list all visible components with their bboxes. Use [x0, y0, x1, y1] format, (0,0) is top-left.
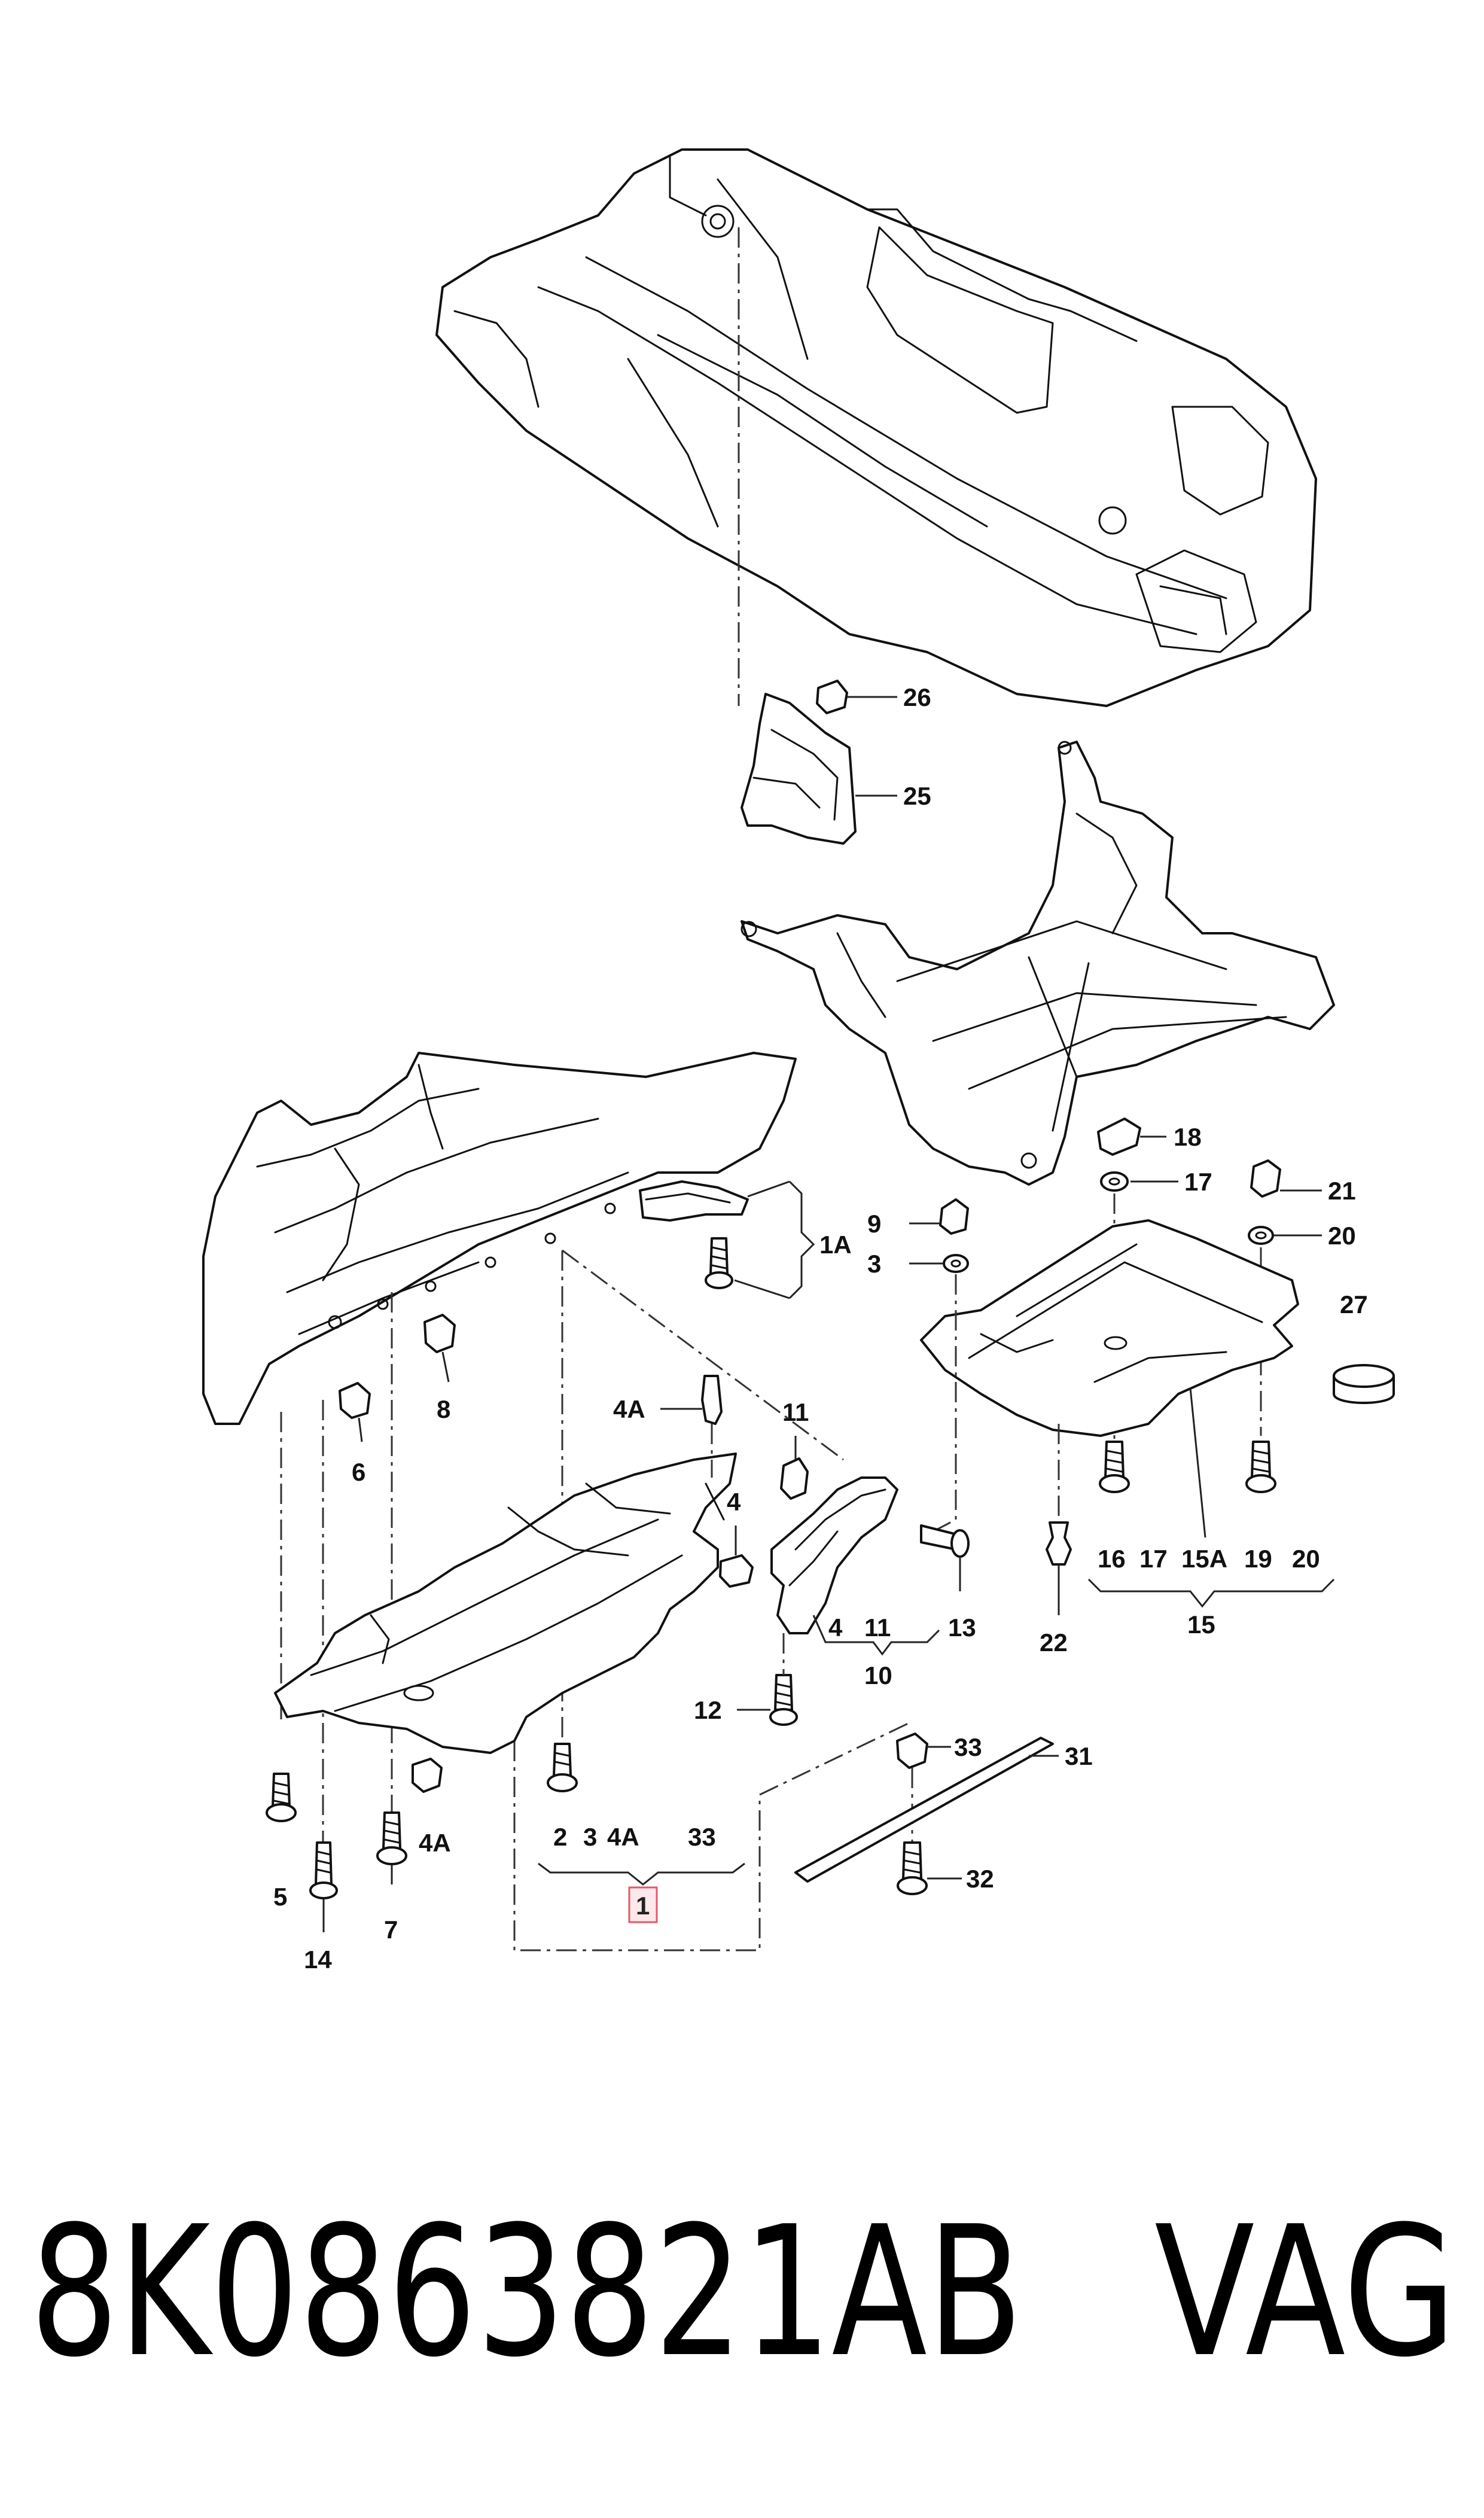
- bolt-32: 32: [897, 1841, 994, 1895]
- grommet-27: 27: [1333, 1290, 1395, 1404]
- callout-15: 15: [1187, 1610, 1215, 1639]
- callout-12: 12: [694, 1696, 722, 1724]
- bolt-16: [1099, 1441, 1130, 1493]
- callout-1A: 1A: [819, 1231, 852, 1259]
- clip-9: 9: [867, 1198, 969, 1238]
- clip-21: 21: [1250, 1159, 1356, 1205]
- callout-13: 13: [948, 1613, 976, 1642]
- strip-31: 31: [794, 1737, 1093, 1883]
- clip-6: 6: [339, 1382, 371, 1486]
- callout-2: 2: [553, 1823, 567, 1851]
- nut-4: 4: [719, 1488, 754, 1588]
- callout-21: 21: [1328, 1177, 1356, 1205]
- callout-7: 7: [384, 1916, 398, 1944]
- car-body-floor: [435, 148, 1317, 707]
- callout-20: 20: [1328, 1222, 1356, 1250]
- callout-1-box: [628, 1886, 658, 1923]
- bolt-19: [1245, 1441, 1276, 1493]
- callout-8: 8: [437, 1395, 450, 1423]
- front-bumper: [202, 1052, 797, 1425]
- callout-16: 16: [1098, 1545, 1126, 1573]
- callout-27: 27: [1340, 1290, 1368, 1319]
- bolt-14: 14: [304, 1841, 338, 1974]
- callout-5: 5: [273, 1883, 287, 1911]
- callout-10: 10: [864, 1661, 892, 1689]
- callout-3: 3: [867, 1250, 881, 1278]
- bolt-2: [547, 1743, 578, 1792]
- callout-1: 1: [636, 1892, 650, 1920]
- callout-3b: 3: [583, 1823, 597, 1851]
- footer: 8K0863821AB VAG: [30, 2188, 1456, 2397]
- callout-9: 9: [867, 1210, 881, 1238]
- callout-26: 26: [903, 683, 931, 711]
- callout-19: 19: [1244, 1545, 1272, 1573]
- callout-15A: 15A: [1181, 1545, 1227, 1573]
- callout-4A-top: 4A: [613, 1395, 645, 1423]
- part-number: 8K0863821AB: [30, 2188, 1023, 2397]
- panel-15A: [920, 1219, 1299, 1538]
- callout-25: 25: [903, 782, 931, 810]
- washer-3: 3: [867, 1250, 969, 1278]
- undertray-main: [274, 1453, 737, 1754]
- callout-11-top: 11: [782, 1398, 809, 1426]
- callout-17: 17: [1184, 1168, 1212, 1196]
- clip-11: 11: [780, 1398, 809, 1500]
- callout-18: 18: [1174, 1123, 1202, 1151]
- washer-20: 20: [1248, 1222, 1356, 1250]
- subframe: [741, 741, 1335, 1186]
- clip-4A-top: 4A: [613, 1375, 723, 1478]
- clip-4A-bottom: 4A: [412, 1758, 451, 1857]
- callout-22: 22: [1040, 1628, 1068, 1657]
- clip-22: 22: [1040, 1521, 1072, 1657]
- brand-label: VAG: [1154, 2188, 1456, 2397]
- bracket-1A: 1A: [639, 1180, 852, 1299]
- side-panel-10: [770, 1476, 898, 1634]
- callout-31: 31: [1065, 1742, 1093, 1770]
- callout-33-group: 33: [688, 1823, 716, 1851]
- callout-17b: 17: [1139, 1545, 1168, 1573]
- nut-26: 26: [816, 680, 931, 714]
- clip-8: 8: [423, 1314, 456, 1423]
- callout-33-top: 33: [954, 1733, 982, 1761]
- washer-17: 17: [1100, 1168, 1212, 1196]
- callout-4-mid: 4: [727, 1488, 741, 1516]
- callout-4A-bottom: 4A: [419, 1829, 451, 1857]
- clip-18: 18: [1097, 1118, 1202, 1156]
- screw-13: 13: [920, 1524, 976, 1642]
- callout-32: 32: [966, 1865, 994, 1893]
- callout-20b: 20: [1292, 1545, 1320, 1573]
- bracket-25: 25: [741, 693, 931, 845]
- bolt-5: 5: [266, 1773, 297, 1911]
- bolt-12: 12: [694, 1674, 798, 1726]
- callout-14: 14: [304, 1945, 332, 1974]
- bolt-7: 7: [376, 1811, 407, 1944]
- clip-33-top: 33: [896, 1733, 982, 1769]
- callout-4b: 4: [828, 1613, 843, 1642]
- callout-11b: 11: [864, 1613, 891, 1642]
- callout-4A-group: 4A: [607, 1823, 639, 1851]
- callout-6: 6: [352, 1458, 365, 1486]
